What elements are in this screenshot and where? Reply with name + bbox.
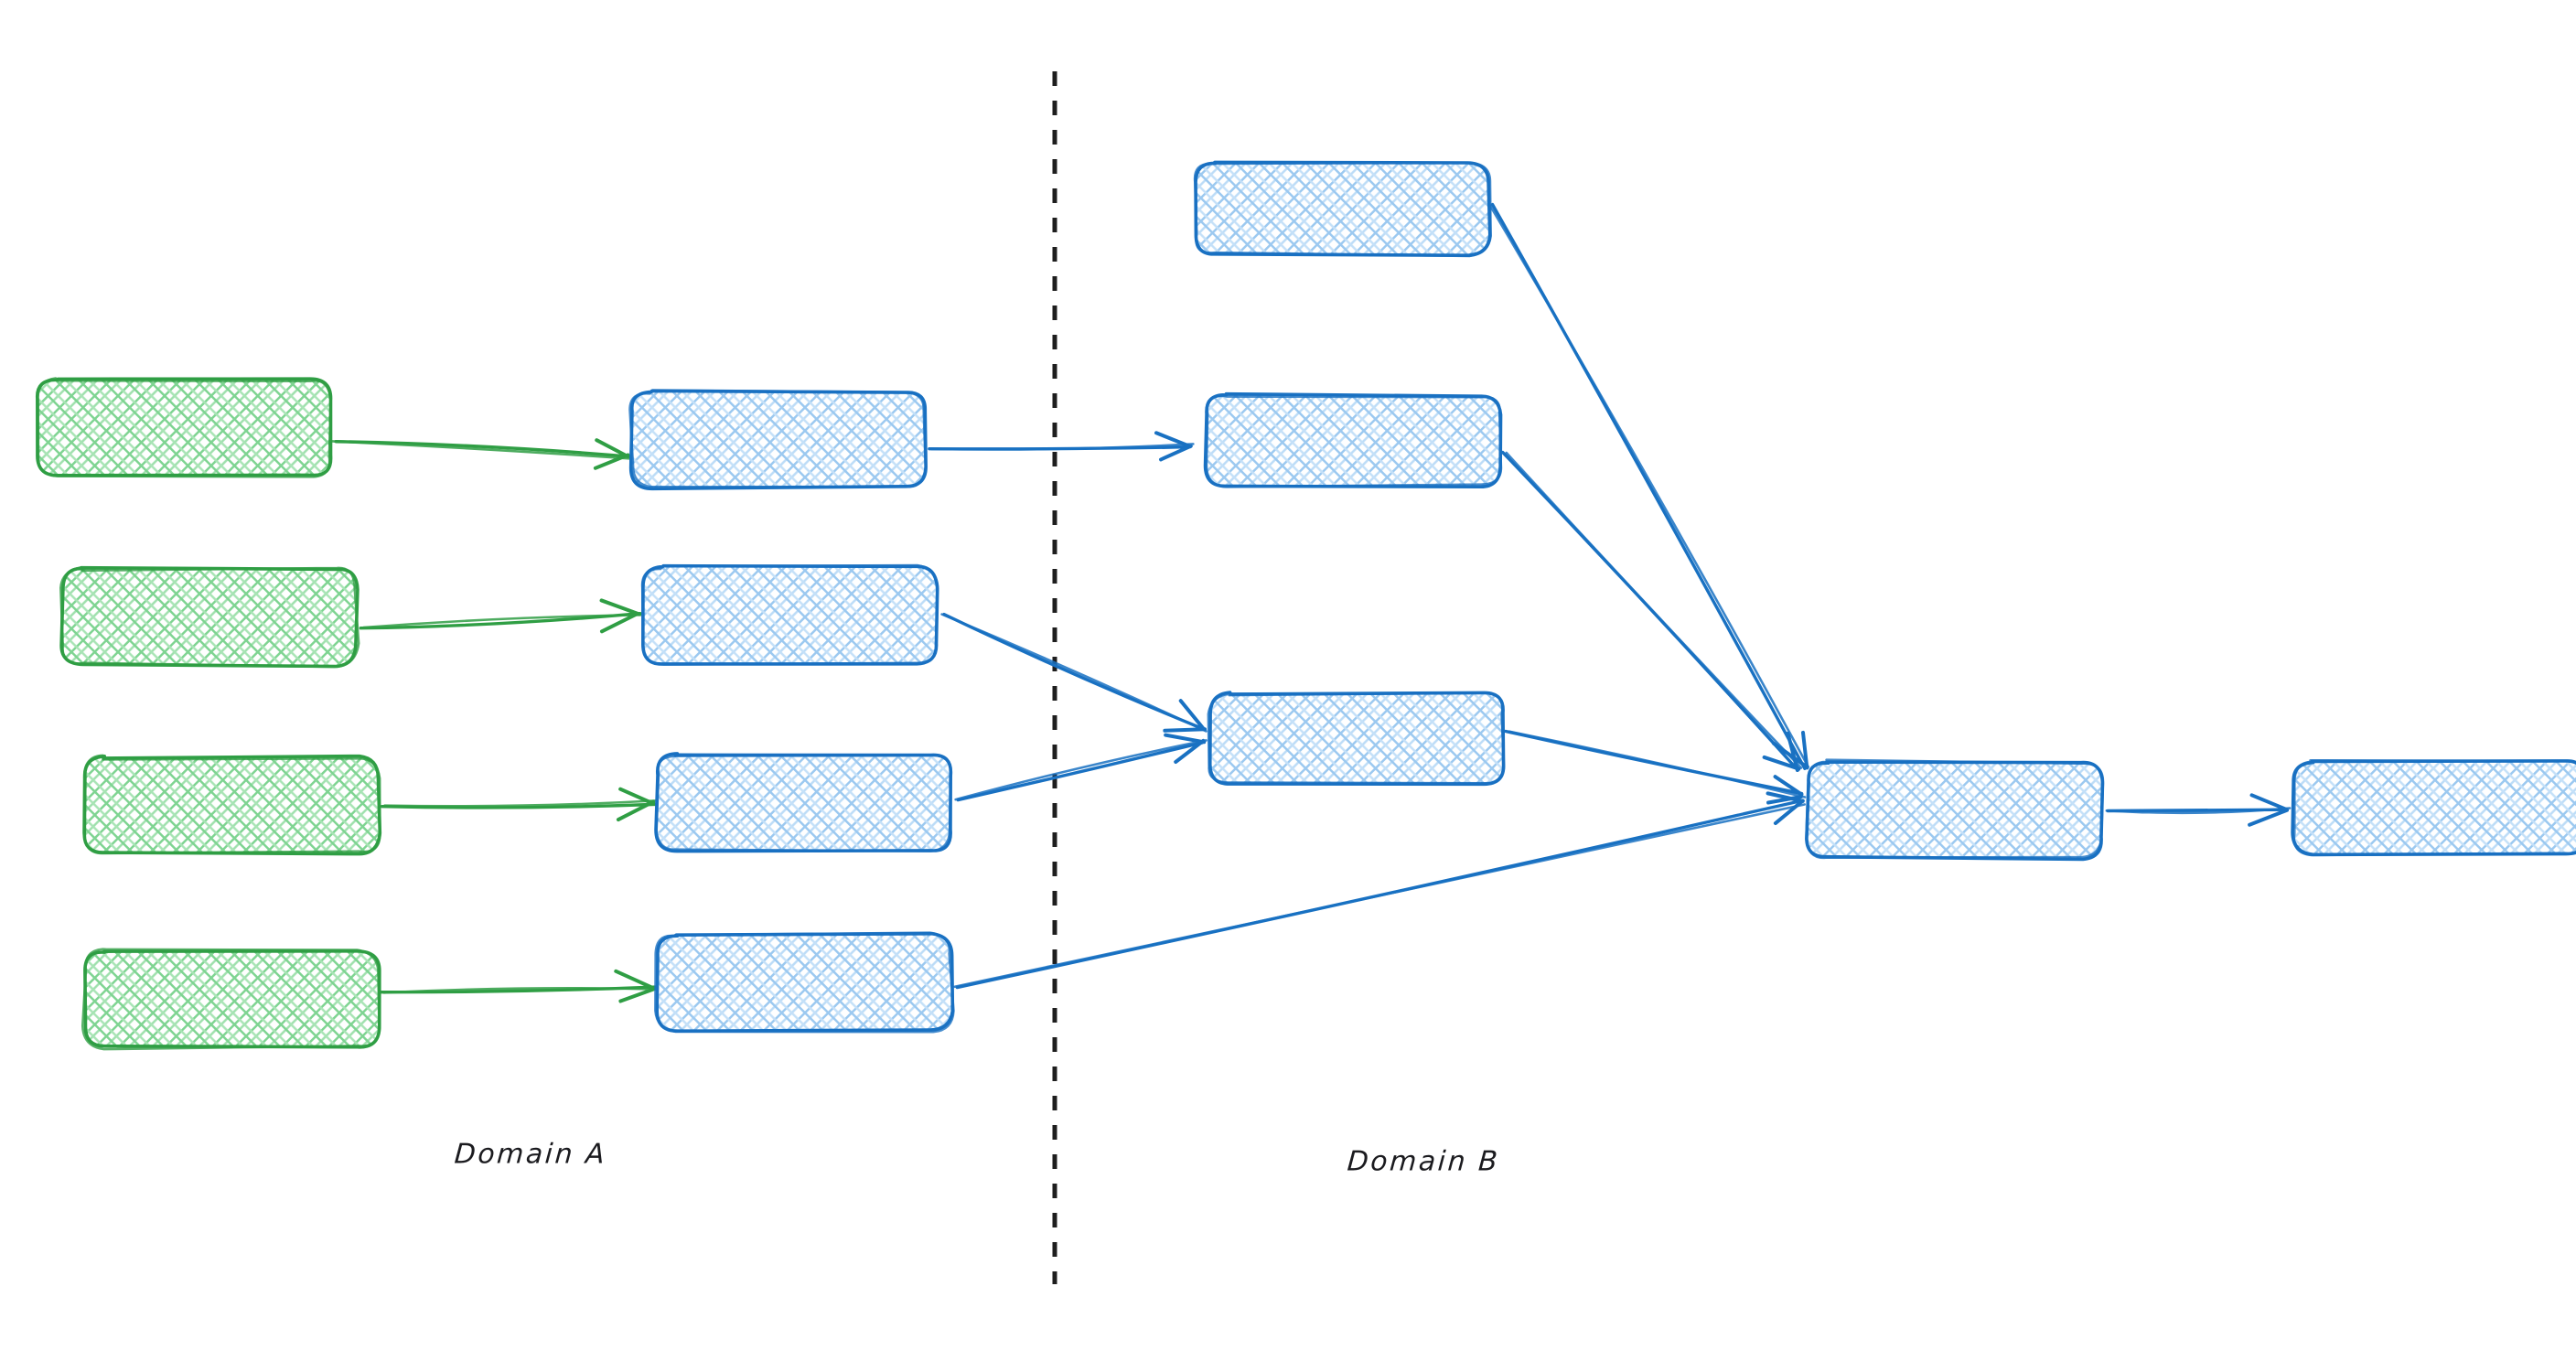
- node-b-node-2[interactable]: [1203, 391, 1503, 489]
- edge-a-src-2-to-a-proc-2: [359, 598, 642, 634]
- node-a-proc-3[interactable]: [654, 752, 953, 853]
- node-a-proc-4[interactable]: [654, 931, 955, 1034]
- node-b-node-3[interactable]: [1207, 691, 1506, 787]
- edge-b-node-2-to-b-hub: [1501, 450, 1803, 773]
- edges-layer: [331, 202, 2292, 1003]
- edge-a-src-3-to-a-proc-3: [380, 787, 657, 822]
- node-a-src-3[interactable]: [82, 754, 382, 856]
- node-b-sink[interactable]: [2291, 758, 2576, 857]
- node-a-proc-2[interactable]: [640, 563, 939, 666]
- edge-b-hub-to-b-sink: [2105, 793, 2292, 827]
- edge-b-node-3-to-b-hub: [1504, 729, 1807, 805]
- edge-a-proc-1-to-b-node-2: [928, 431, 1195, 462]
- node-a-proc-1[interactable]: [628, 389, 928, 491]
- node-b-node-1[interactable]: [1193, 160, 1492, 258]
- node-a-src-1[interactable]: [36, 377, 333, 478]
- edge-a-proc-4-to-b-hub: [953, 791, 1806, 990]
- edge-a-proc-3-to-b-node-3: [954, 733, 1208, 802]
- edge-a-proc-2-to-b-node-3: [940, 612, 1208, 733]
- node-a-src-4[interactable]: [80, 948, 381, 1051]
- node-a-src-2[interactable]: [59, 565, 360, 669]
- label-domain-b: Domain B: [1346, 1145, 1501, 1178]
- edge-a-src-4-to-a-proc-4: [379, 969, 658, 1003]
- node-b-hub[interactable]: [1805, 758, 2105, 862]
- label-domain-a: Domain A: [453, 1138, 608, 1171]
- edge-a-src-1-to-a-proc-1: [331, 438, 631, 470]
- nodes-layer: [36, 160, 2576, 1051]
